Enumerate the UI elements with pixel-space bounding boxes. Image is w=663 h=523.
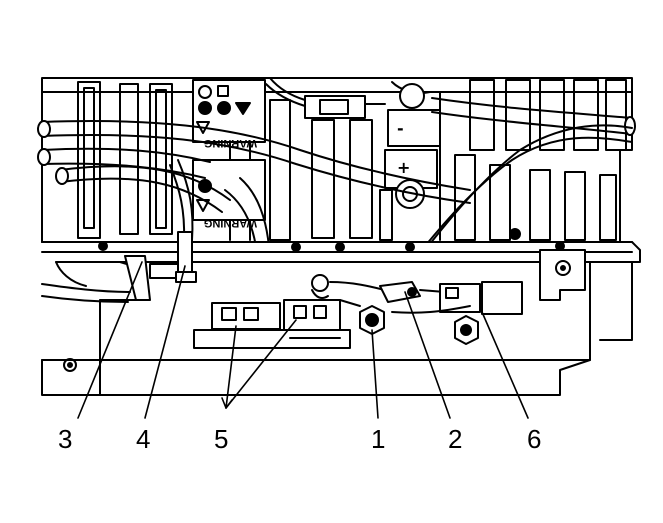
leader-5b [225,319,297,409]
warning-label-text: WARNING [204,137,257,149]
harness-connectors-5 [193,299,351,349]
leader-1 [371,329,379,419]
warning-text-upper: WARNING [204,137,257,149]
warning-label-lower [192,159,266,221]
top-harness-cables [37,97,636,213]
negative-polarity-mark: - [397,119,404,138]
warning-label-text: WARNING [204,217,257,229]
callout-6: 6 [527,424,542,454]
top-connector [265,77,431,119]
positive-terminal-block [384,149,438,209]
callout-2: 2 [448,424,463,454]
callout-5: 5 [214,424,229,454]
callout-4: 4 [136,424,151,454]
leader-5-arrowheads [221,397,233,409]
negative-terminal-block [387,109,441,147]
right-mounting-bracket [539,249,633,341]
connector-6 [391,281,523,345]
cable-terminal-2 [379,281,446,303]
leader-lines [77,261,529,419]
callout-3: 3 [58,424,73,454]
leader-5a [225,325,237,409]
callout-1: 1 [371,424,386,454]
retaining-nut-1 [339,299,385,335]
positive-polarity-mark: + [397,158,410,177]
leader-3 [77,261,143,419]
leader-4 [144,265,186,419]
leader-2 [404,291,451,419]
leader-6 [481,311,529,419]
warning-text-lower: WARNING [204,217,257,229]
